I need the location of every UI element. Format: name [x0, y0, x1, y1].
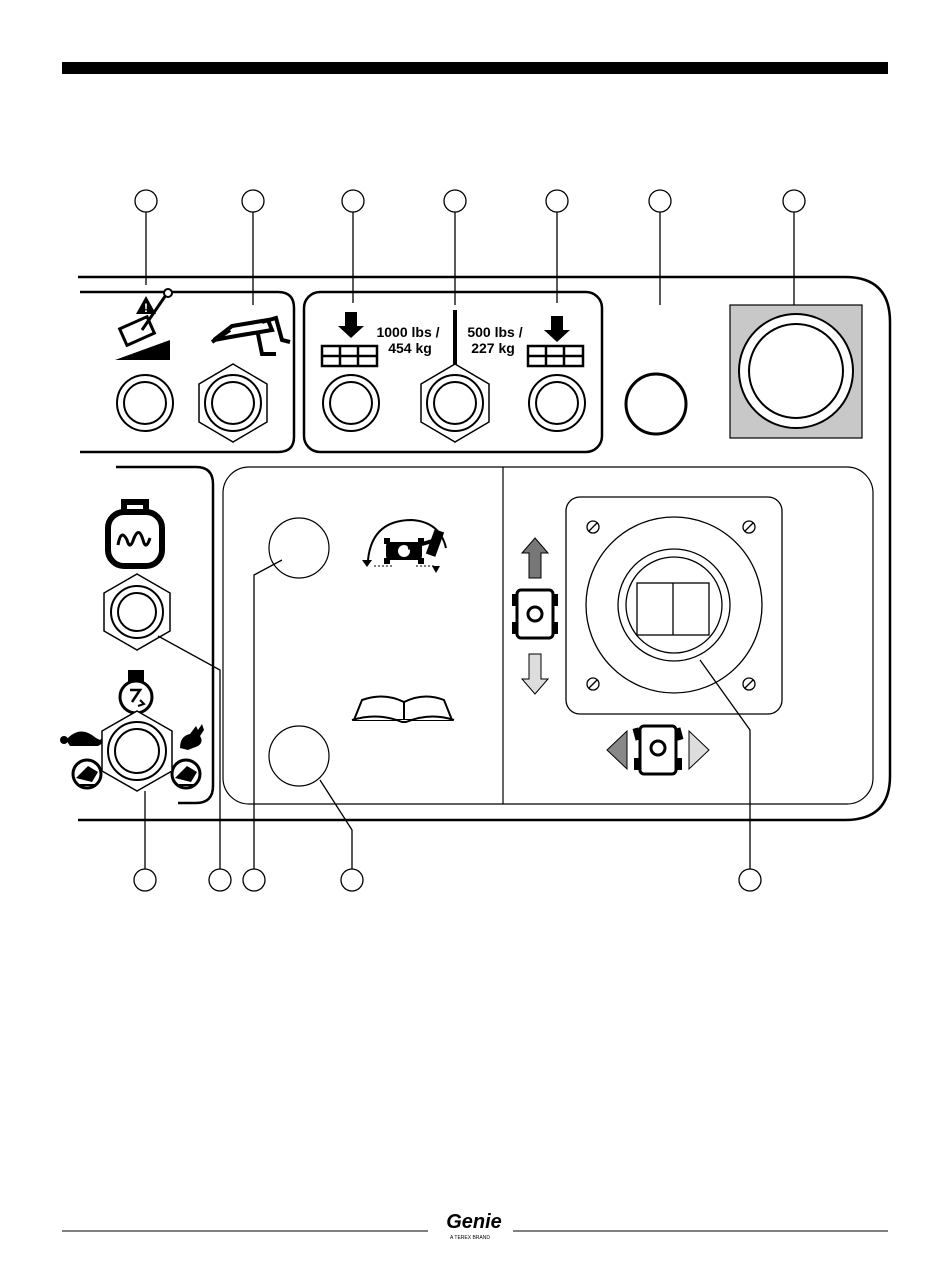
top-callouts [135, 190, 805, 212]
drive-steer-joystick[interactable] [637, 583, 709, 635]
rabbit-icon [180, 724, 204, 750]
logo-tagline: A TEREX BRAND [450, 1235, 490, 1241]
tilt-alarm-icon: ! [115, 289, 172, 360]
capacity-low-line1: 500 lbs / [467, 324, 522, 340]
drive-direction-icons [512, 538, 558, 694]
manual-book-icon [352, 696, 454, 722]
callout-bubble [546, 190, 568, 212]
callout-bubble [243, 869, 265, 891]
arrow-down-icon [522, 654, 548, 694]
logo-text: Genie [446, 1211, 502, 1233]
steer-direction-icons [607, 726, 709, 774]
callout-bubble [649, 190, 671, 212]
glow-plug-switch[interactable] [104, 574, 170, 650]
capacity-select-switch[interactable] [421, 364, 489, 442]
callout-bubble [134, 869, 156, 891]
engine-speed-high-pedal-icon [172, 760, 200, 788]
callout-bubble [342, 190, 364, 212]
genie-logo: Genie A TEREX BRAND [446, 1211, 502, 1241]
callout-bubble [135, 190, 157, 212]
capacity-high-icon [322, 312, 377, 366]
callout-bubble [783, 190, 805, 212]
screw-icon [743, 521, 755, 533]
callout-bubble [242, 190, 264, 212]
lift-function-switch[interactable] [199, 364, 267, 442]
steer-right-arrow-icon [689, 731, 709, 769]
callout-bubble [209, 869, 231, 891]
tilt-alarm-button[interactable] [117, 375, 173, 431]
drive-enable-button[interactable] [269, 518, 329, 578]
machine-top-view-icon [512, 590, 558, 638]
drive-enable-icon [362, 520, 446, 573]
capacity-low-icon [528, 316, 583, 366]
boom-lift-icon [212, 318, 290, 354]
capacity-low-line2: 227 kg [471, 340, 515, 356]
header-rule [62, 62, 888, 74]
engine-speed-switch[interactable] [102, 711, 172, 791]
arrow-up-icon [522, 538, 548, 578]
glow-plug-icon [108, 502, 162, 566]
capacity-high-line2: 454 kg [388, 340, 432, 356]
screw-icon [743, 678, 755, 690]
capacity-low-indicator-light [529, 375, 585, 431]
screw-icon [587, 678, 599, 690]
bottom-callouts [134, 869, 761, 891]
capacity-high-line1: 1000 lbs / [376, 324, 439, 340]
engine-speed-low-pedal-icon [73, 760, 101, 788]
steer-left-arrow-icon [607, 731, 627, 769]
engine-speed-icon [120, 670, 152, 713]
drive-mode-button[interactable] [269, 726, 329, 786]
capacity-high-indicator-light [323, 375, 379, 431]
emergency-stop-button[interactable] [730, 305, 862, 438]
machine-steer-icon [633, 726, 684, 774]
callout-bubble [444, 190, 466, 212]
group-box-left-top [80, 292, 294, 452]
svg-text:!: ! [144, 301, 148, 315]
turtle-icon [60, 731, 108, 746]
screw-icon [587, 521, 599, 533]
callout-bubble [739, 869, 761, 891]
callout-bubble [341, 869, 363, 891]
horn-button[interactable] [626, 374, 686, 434]
